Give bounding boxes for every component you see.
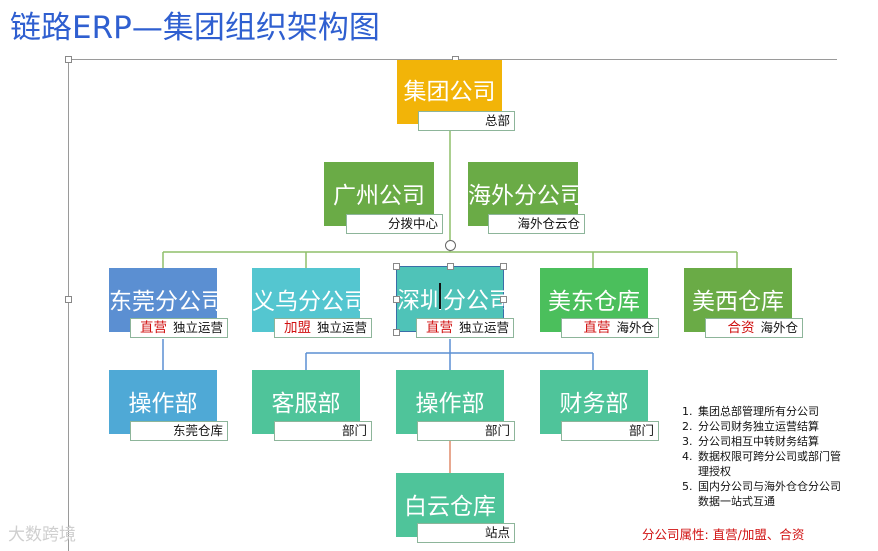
resize-handle[interactable] [65, 296, 72, 303]
node-us-west-tag: 合资海外仓 [705, 318, 803, 338]
note-item: 分公司相互中转财务结算 [696, 434, 842, 449]
node-shenzhen-tag-text: 独立运营 [458, 320, 509, 335]
node-finance-tag: 部门 [561, 421, 659, 441]
node-us-east-tag-text: 海外仓 [616, 320, 654, 335]
node-cs-name: 客服部 [271, 391, 341, 417]
rotate-handle-icon[interactable] [445, 240, 456, 251]
node-cs-tag: 部门 [274, 421, 372, 441]
node-shenzhen-name: 深圳分公司 [397, 288, 512, 314]
node-yiwu-name: 义乌分公司 [252, 289, 367, 315]
node-dongguan[interactable]: 东莞分公司 [109, 268, 224, 332]
node-shenzhen-tag: 直营独立运营 [416, 318, 514, 338]
notes-list: 集团总部管理所有分公司 分公司财务独立运营结算 分公司相互中转财务结算 数据权限… [672, 404, 842, 509]
text-cursor [439, 283, 441, 309]
node-baiyun-name: 白云仓库 [404, 494, 496, 520]
note-item: 数据权限可跨分公司或部门管理授权 [696, 449, 842, 479]
node-us-east-tag: 直营海外仓 [561, 318, 659, 338]
resize-handle[interactable] [500, 263, 507, 270]
node-baiyun-tag: 站点 [417, 523, 515, 543]
note-item: 国内分公司与海外仓仓分公司数据一站式互通 [696, 479, 842, 509]
node-guangzhou-tag: 分拨中心 [346, 214, 443, 234]
node-dongguan-tag: 直营独立运营 [130, 318, 228, 338]
node-hq-name: 集团公司 [403, 79, 496, 105]
node-overseas-name: 海外分公司 [468, 183, 583, 209]
node-finance-name: 财务部 [559, 391, 629, 417]
resize-handle[interactable] [393, 329, 400, 336]
resize-handle[interactable] [393, 296, 400, 303]
node-dongguan-name: 东莞分公司 [109, 289, 224, 315]
node-shenzhen-attr: 直营 [425, 320, 453, 336]
resize-handle[interactable] [393, 263, 400, 270]
resize-handle[interactable] [447, 263, 454, 270]
node-ops-tag: 部门 [417, 421, 515, 441]
node-dongguan-ops-tag: 东莞仓库 [130, 421, 228, 441]
node-us-east-attr: 直营 [583, 320, 611, 336]
node-yiwu-attr: 加盟 [283, 320, 311, 336]
legend-text: 分公司属性: 直营/加盟、合资 [642, 527, 805, 542]
node-hq-tag: 总部 [418, 111, 515, 131]
watermark: 大数跨境 [8, 525, 76, 545]
node-guangzhou-name: 广州公司 [333, 183, 425, 209]
note-item: 分公司财务独立运营结算 [696, 419, 842, 434]
node-us-east-name: 美东仓库 [548, 289, 640, 315]
note-item: 集团总部管理所有分公司 [696, 404, 842, 419]
node-dongguan-tag-text: 独立运营 [172, 320, 223, 335]
node-overseas-tag: 海外仓云仓 [488, 214, 585, 234]
node-yiwu-tag: 加盟独立运营 [274, 318, 372, 338]
node-us-west-name: 美西仓库 [692, 289, 784, 315]
resize-handle[interactable] [500, 296, 507, 303]
node-us-west-attr: 合资 [727, 320, 755, 336]
page-title: 链路ERP—集团组织架构图 [10, 10, 380, 46]
node-ops-name: 操作部 [415, 391, 485, 417]
node-us-west-tag-text: 海外仓 [760, 320, 798, 335]
node-dongguan-ops-name: 操作部 [128, 391, 198, 417]
node-yiwu-tag-text: 独立运营 [316, 320, 367, 335]
node-dongguan-attr: 直营 [139, 320, 167, 336]
resize-handle[interactable] [65, 56, 72, 63]
